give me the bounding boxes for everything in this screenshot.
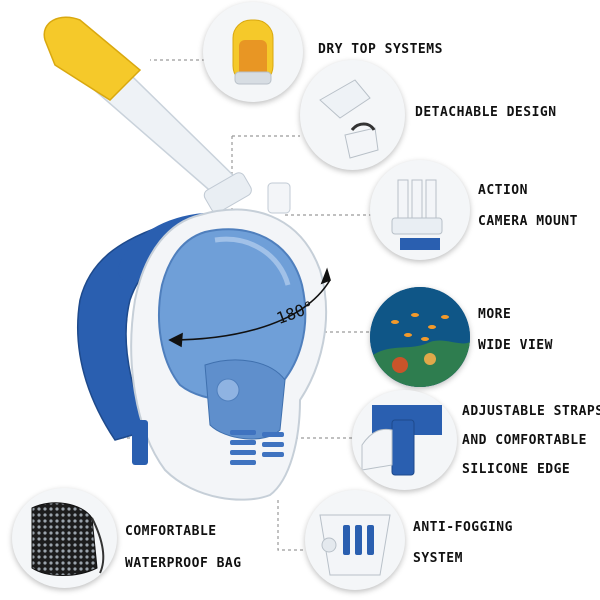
feature-straps-label-1: ADJUSTABLE STRAPS [462, 404, 600, 419]
snorkel-tube [43, 16, 252, 214]
dry-top-image [203, 2, 303, 102]
feature-wide-view-label-2: WIDE VIEW [478, 338, 553, 353]
camera-mount-image [370, 160, 470, 260]
detachable-image [300, 60, 405, 170]
detachable-icon [319, 79, 379, 159]
wide-view-image [370, 287, 470, 387]
feature-bag-label-1: COMFORTABLE [125, 524, 217, 539]
reef-icon [370, 287, 470, 387]
mask-camera-mount [267, 182, 291, 214]
feature-straps-label-3: SILICONE EDGE [462, 462, 571, 477]
camera-mount-icon [391, 179, 443, 250]
waterproof-bag-image [12, 488, 117, 588]
feature-camera-label-2: CAMERA MOUNT [478, 214, 578, 229]
view-angle-arc [168, 267, 331, 348]
feature-dry-top-label: DRY TOP SYSTEMS [318, 42, 443, 57]
feature-fog-label-2: SYSTEM [413, 551, 463, 566]
feature-bag-label-2: WATERPROOF BAG [125, 556, 242, 571]
straps-image [352, 390, 457, 490]
strap-buckle-icon [361, 405, 442, 476]
dry-top-icon [232, 19, 274, 85]
vent-icon [319, 514, 391, 576]
feature-straps-label-2: AND COMFORTABLE [462, 433, 587, 448]
feature-fog-label-1: ANTI-FOGGING [413, 520, 513, 535]
anti-fog-image [305, 490, 405, 590]
feature-wide-view-label-1: MORE [478, 307, 512, 322]
feature-camera-label-1: ACTION [478, 183, 528, 198]
feature-detachable-label: DETACHABLE DESIGN [415, 105, 557, 120]
vent-grille [230, 430, 284, 465]
mesh-bag-icon [31, 502, 105, 576]
